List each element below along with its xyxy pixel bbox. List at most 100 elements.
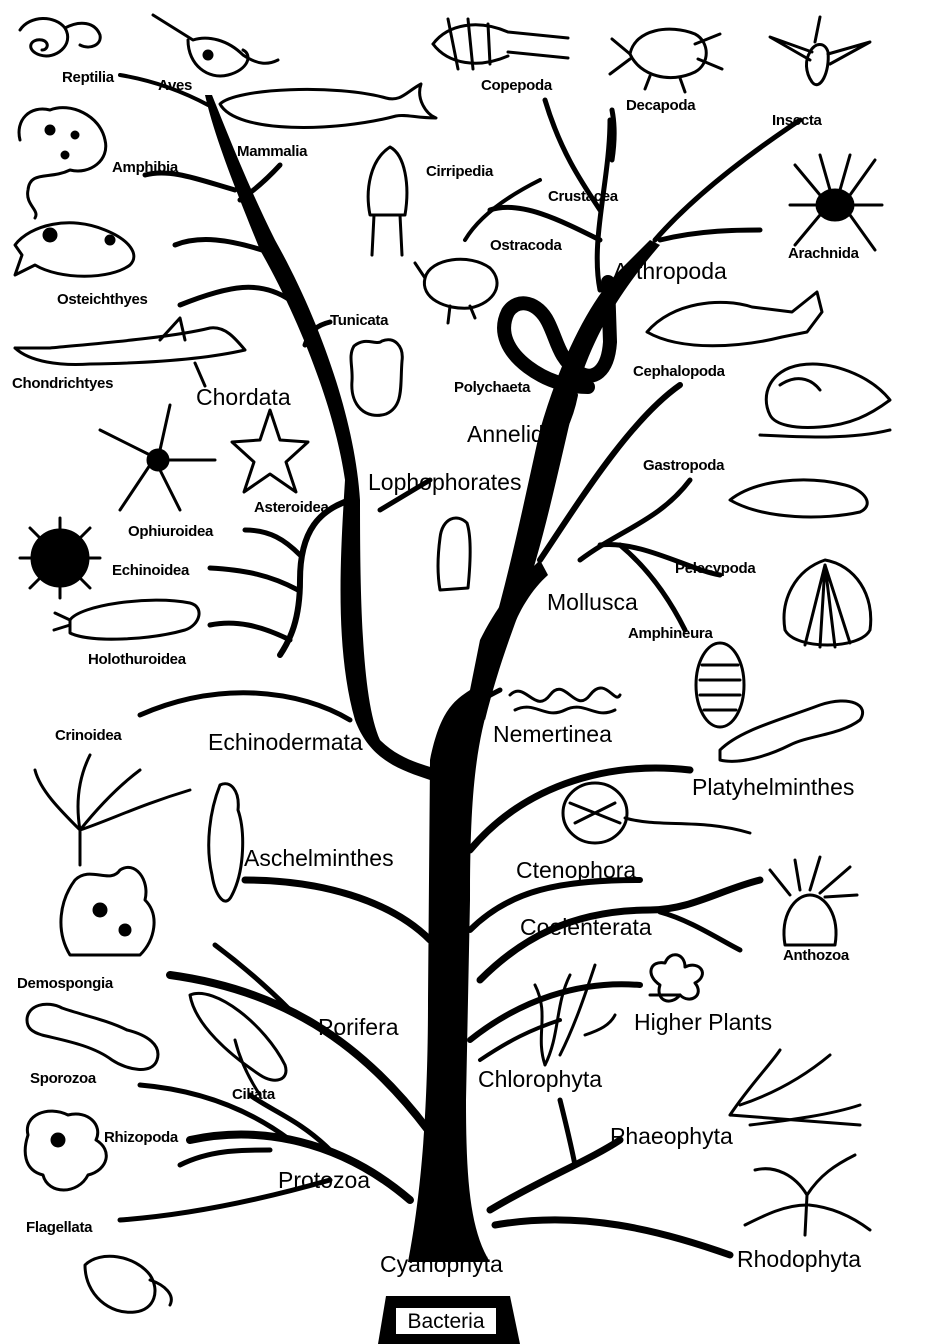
label-crinoidea: Crinoidea (55, 728, 121, 743)
gastropoda-illustration (760, 364, 890, 437)
cephalopoda-illustration (647, 292, 822, 346)
label-platyhelminthes: Platyhelminthes (692, 776, 854, 799)
label-amphibia: Amphibia (112, 160, 178, 175)
branch-ostracoda (490, 207, 600, 240)
branch-porifera (170, 975, 428, 1130)
nudibranch-illustration (730, 480, 867, 517)
label-polychaeta: Polychaeta (454, 380, 530, 395)
branch-platyhelminthes (470, 768, 690, 850)
label-ophiuroidea: Ophiuroidea (128, 524, 213, 539)
holothuroidea-illustration (54, 600, 199, 639)
label-osteichthyes: Osteichthyes (57, 292, 148, 307)
higher-plants-illustration (650, 955, 702, 1001)
label-reptilia: Reptilia (62, 70, 114, 85)
mammalia-illustration (220, 84, 436, 127)
platyhelminthes-illustration (720, 701, 863, 761)
branch-crinoidea (140, 693, 350, 720)
label-copepoda: Copepoda (481, 78, 552, 93)
label-anthozoa: Anthozoa (783, 948, 849, 963)
branch-insecta (655, 120, 800, 240)
label-bacteria: Bacteria (394, 1306, 498, 1336)
rhodophyta-illustration (745, 1155, 870, 1235)
aschelminthes-illustration (209, 784, 243, 901)
aves-illustration (153, 15, 278, 76)
asteroidea-illustration (232, 410, 308, 492)
label-annelida: Annelida (467, 423, 557, 446)
branch-osteichthyes (175, 240, 262, 250)
amphineura-illustration (696, 643, 744, 727)
label-flagellata: Flagellata (26, 1220, 92, 1235)
label-aves: Aves (158, 78, 192, 93)
arachnida-illustration (790, 155, 882, 250)
anthozoa-illustration (770, 857, 857, 945)
label-mollusca: Mollusca (547, 591, 638, 614)
label-holothuroidea: Holothuroidea (88, 652, 186, 667)
label-ostracoda: Ostracoda (490, 238, 562, 253)
decapoda-illustration (610, 29, 722, 92)
trunk (408, 560, 548, 1262)
demospongia-illustration (61, 867, 154, 955)
branch-ophiuroidea (245, 530, 300, 555)
label-lophophorates: Lophophorates (368, 471, 521, 494)
label-aschelminthes: Aschelminthes (244, 847, 394, 870)
label-cirripedia: Cirripedia (426, 164, 493, 179)
branch-anthozoa (660, 912, 740, 950)
label-porifera: Porifera (318, 1016, 399, 1039)
label-sporozoa: Sporozoa (30, 1071, 96, 1086)
branch-holothuroidea (210, 623, 290, 640)
label-ciliata: Ciliata (232, 1087, 275, 1102)
label-protozoa: Protozoa (278, 1169, 370, 1192)
pelecypoda-illustration (784, 560, 871, 647)
label-rhizopoda: Rhizopoda (104, 1130, 178, 1145)
label-pelecypoda: Pelecypoda (675, 561, 755, 576)
label-echinoidea: Echinoidea (112, 563, 189, 578)
label-echinodermata: Echinodermata (208, 731, 363, 754)
branch-echinoidea (210, 568, 298, 590)
osteichthyes-illustration (15, 223, 134, 276)
branch-rhodophyta (495, 1220, 730, 1255)
cirripedia-illustration (368, 147, 407, 255)
label-rhodophyta: Rhodophyta (737, 1248, 861, 1271)
label-phaeophyta: Phaeophyta (610, 1125, 733, 1148)
branch-asteroidea (280, 500, 350, 655)
branch-amphineura (620, 545, 685, 630)
branch-phaeophyta-fork (560, 1100, 575, 1165)
phaeophyta-illustration (730, 1050, 860, 1125)
branch-rhizopoda (180, 1150, 270, 1165)
branch-decapoda (612, 110, 614, 160)
nemertinea-illustration (510, 688, 620, 713)
label-arachnida: Arachnida (788, 246, 859, 261)
label-ctenophora: Ctenophora (516, 859, 636, 882)
label-nemertinea: Nemertinea (493, 723, 612, 746)
label-insecta: Insecta (772, 113, 822, 128)
label-cyanophyta: Cyanophyta (380, 1253, 503, 1276)
ophiuroidea-illustration (100, 405, 215, 510)
label-chondrichtyes: Chondrichtyes (12, 376, 113, 391)
amphibia-illustration (19, 108, 106, 218)
flagellata-illustration (85, 1256, 171, 1312)
label-asteroidea: Asteroidea (254, 500, 329, 515)
chlorophyta-illustration (535, 965, 615, 1065)
ostracoda-illustration (415, 259, 497, 323)
label-chlorophyta: Chlorophyta (478, 1068, 602, 1091)
copepoda-illustration (433, 19, 568, 69)
tunicata-illustration (351, 340, 402, 416)
echinoidea-illustration (20, 518, 100, 598)
branch-chondrichtyes (180, 287, 290, 305)
label-chordata: Chordata (196, 386, 291, 409)
insecta-illustration (770, 17, 870, 85)
branch-demospongia (215, 945, 290, 1010)
label-mammalia: Mammalia (237, 144, 307, 159)
label-demospongia: Demospongia (17, 976, 113, 991)
branch-aschelminthes (245, 880, 430, 940)
label-cephalopoda: Cephalopoda (633, 364, 725, 379)
label-crustacea: Crustacea (548, 189, 618, 204)
lophophorates-illustration (438, 518, 470, 590)
label-higher-plants: Higher Plants (634, 1011, 772, 1034)
label-arthropoda: Arthropoda (613, 260, 727, 283)
sporozoa-illustration (27, 1004, 158, 1069)
rhizopoda-illustration (25, 1111, 106, 1190)
crinoidea-illustration (35, 755, 190, 865)
label-coelenterata: Coelenterata (520, 916, 652, 939)
